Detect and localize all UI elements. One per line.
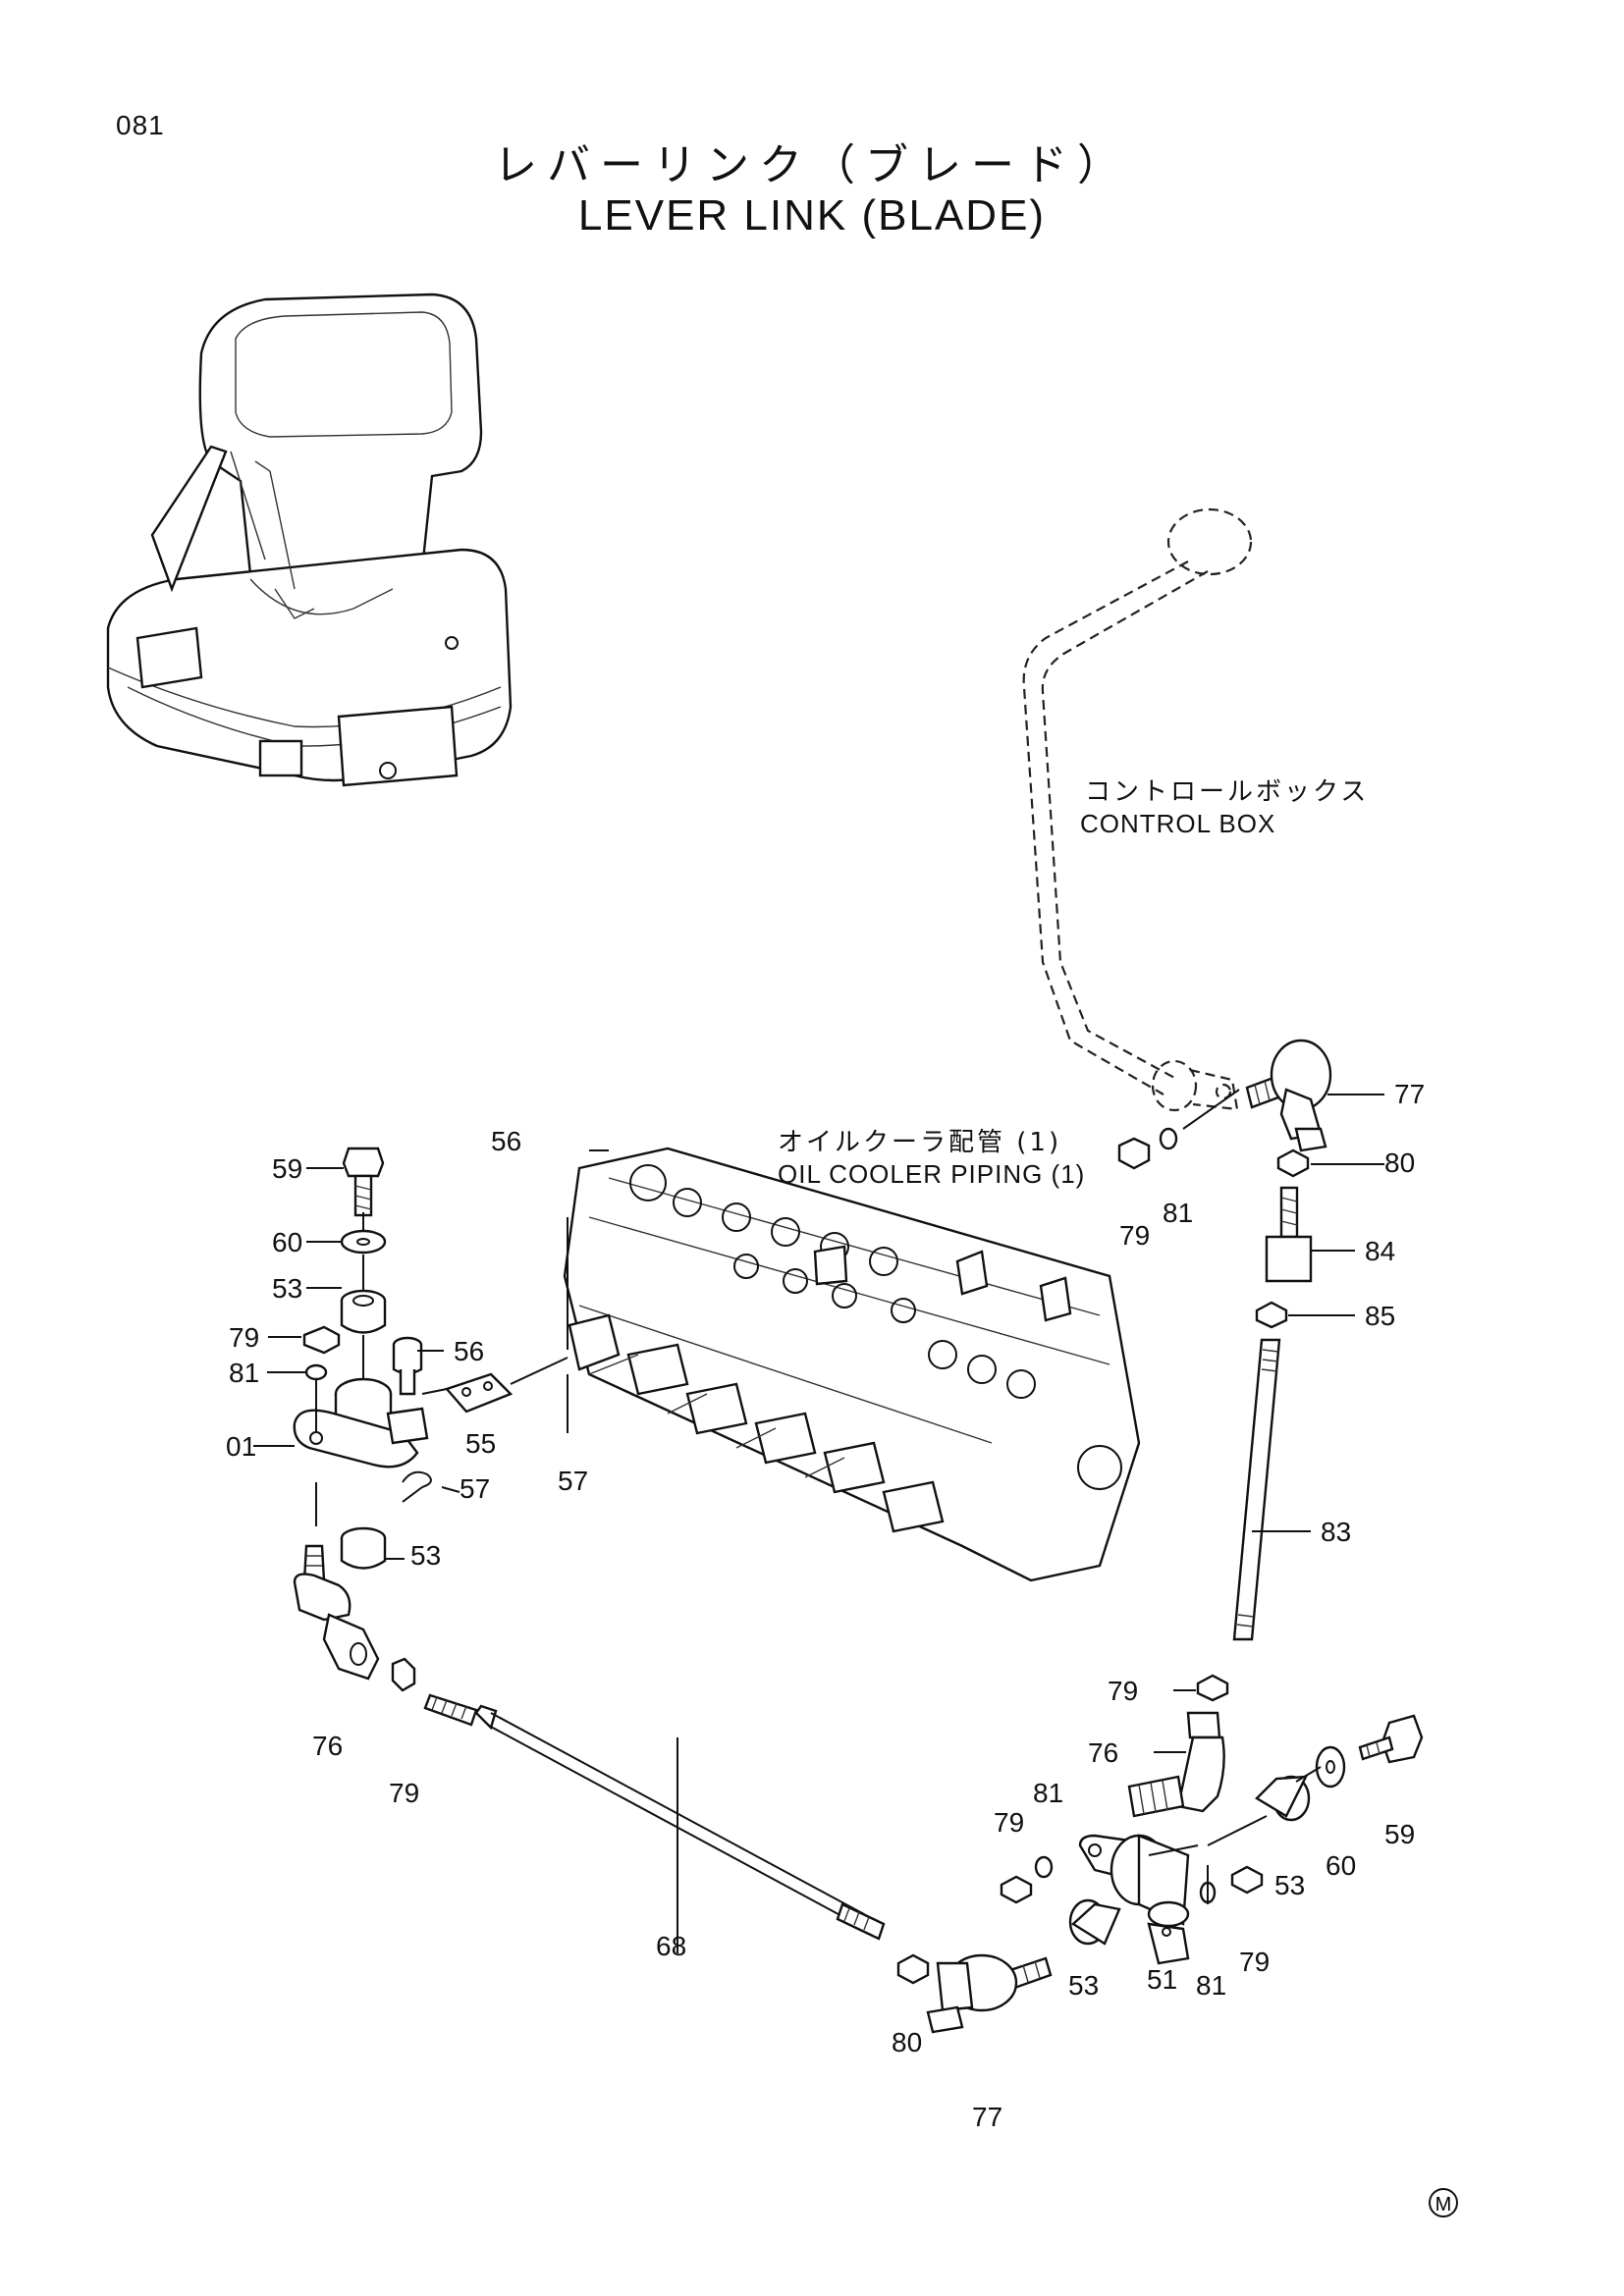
callout-76-left: 76 — [312, 1731, 343, 1761]
note-oil-cooler-jp: オイルクーラ配管 (1) — [778, 1128, 1061, 1157]
callout-55: 55 — [465, 1428, 496, 1459]
callout-59-left: 59 — [272, 1153, 302, 1184]
callout-79-left: 79 — [229, 1322, 259, 1353]
connector-lines — [315, 1089, 1322, 1904]
callout-83: 83 — [1321, 1517, 1351, 1547]
callout-79-control: 79 — [1119, 1220, 1150, 1251]
callout-60-right: 60 — [1326, 1850, 1356, 1881]
callout-81-left: 81 — [229, 1358, 259, 1388]
callout-57-valve: 57 — [558, 1466, 588, 1496]
note-oil-cooler-en: OIL COOLER PIPING (1) — [778, 1159, 1085, 1189]
callout-01: 01 — [226, 1431, 256, 1462]
callout-79-lower-left: 79 — [389, 1778, 419, 1808]
callout-76-right: 76 — [1088, 1737, 1118, 1768]
callout-79-right-rod: 79 — [1108, 1676, 1138, 1706]
note-control-box-jp: コントロールボックス — [1085, 777, 1369, 807]
callout-79-bottom-left: 79 — [994, 1807, 1024, 1838]
circled-m-mark: M — [1429, 2188, 1458, 2217]
callout-77-bottom: 77 — [972, 2102, 1002, 2132]
callout-numbers: 59 60 53 79 81 01 53 56 56 55 57 57 76 7… — [226, 1079, 1425, 2132]
callout-51: 51 — [1147, 1964, 1177, 1995]
callout-60-left: 60 — [272, 1227, 302, 1257]
callout-77-top: 77 — [1394, 1079, 1425, 1109]
callout-81-bottom-right: 81 — [1196, 1970, 1226, 2001]
callout-68: 68 — [656, 1931, 686, 1961]
mark-letter: M — [1435, 2194, 1452, 2216]
right-linkage-parts — [896, 1039, 1424, 2034]
callout-84: 84 — [1365, 1236, 1395, 1266]
callout-57-left: 57 — [460, 1473, 490, 1504]
callout-85: 85 — [1365, 1301, 1395, 1331]
callout-56-left: 56 — [454, 1336, 484, 1366]
callout-80-top: 80 — [1384, 1148, 1415, 1178]
title-english: LEVER LINK (BLADE) — [577, 191, 1047, 240]
callout-79-bottom-right: 79 — [1239, 1947, 1270, 1977]
control-valve-illustration — [563, 1147, 1141, 1582]
callout-53-lower: 53 — [410, 1540, 441, 1571]
callout-56-top: 56 — [491, 1126, 521, 1156]
callout-80-bottom: 80 — [892, 2027, 922, 2057]
callout-53-upper: 53 — [272, 1273, 302, 1304]
control-lever-dashed — [1022, 507, 1253, 1112]
title-japanese: レバーリンク（ブレード） — [494, 140, 1130, 190]
callout-81-bottom-left: 81 — [1033, 1778, 1063, 1808]
callout-59-right: 59 — [1384, 1819, 1415, 1849]
page-number: 081 — [116, 110, 165, 140]
callout-53-right: 53 — [1274, 1870, 1305, 1900]
left-linkage-parts — [293, 1147, 886, 1941]
machine-overview-illustration — [106, 293, 513, 787]
callout-53-bottom: 53 — [1068, 1970, 1099, 2001]
callout-81-control: 81 — [1163, 1198, 1193, 1228]
note-control-box-en: CONTROL BOX — [1080, 809, 1275, 838]
leader-lines — [253, 1094, 1384, 1953]
